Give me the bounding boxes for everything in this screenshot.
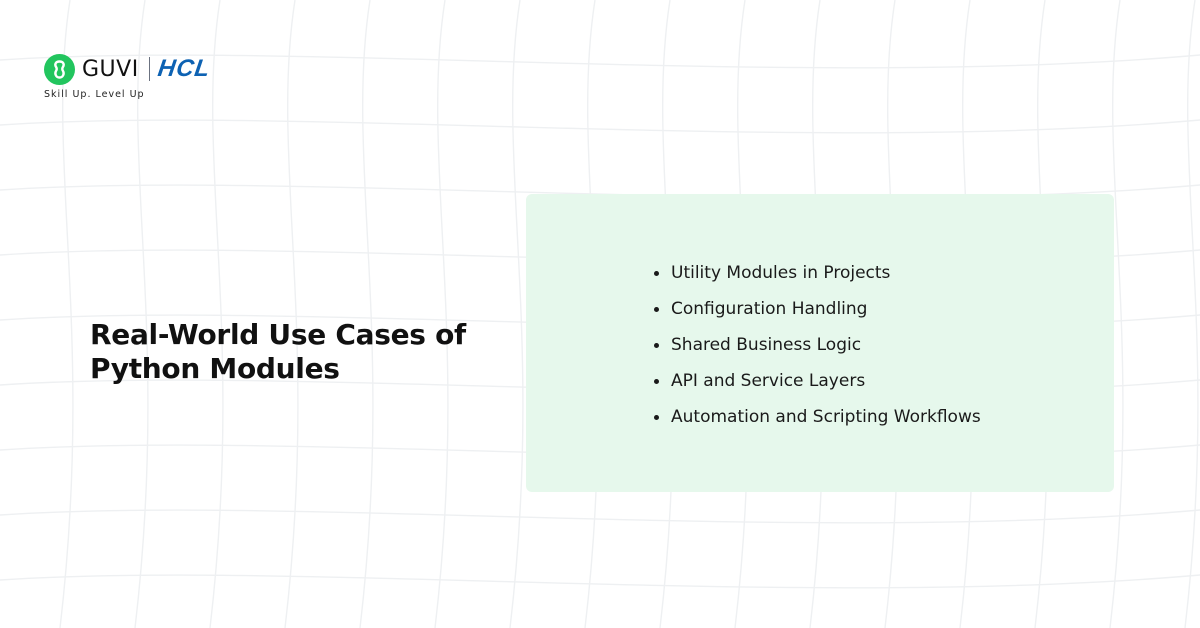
logo-row: GUVI HCL: [44, 53, 304, 85]
list-item-text: Utility Modules in Projects: [671, 263, 891, 283]
list-item: Utility Modules in Projects: [652, 260, 981, 296]
list-item: API and Service Layers: [652, 368, 981, 404]
bullet-icon: [654, 271, 659, 276]
use-cases-card: Utility Modules in Projects Configuratio…: [526, 194, 1114, 492]
list-item-text: API and Service Layers: [671, 371, 866, 391]
guvi-wordmark: GUVI: [82, 56, 139, 82]
bullet-icon: [654, 415, 659, 420]
list-item-text: Automation and Scripting Workflows: [671, 407, 981, 427]
page-title: Real-World Use Cases of Python Modules: [90, 318, 466, 385]
guvi-hcl-logo: GUVI HCL Skill Up. Level Up: [44, 53, 304, 103]
guvi-badge-icon: [44, 53, 75, 85]
logo-tagline: Skill Up. Level Up: [44, 89, 145, 100]
bullet-icon: [654, 343, 659, 348]
list-item-text: Configuration Handling: [671, 299, 868, 319]
list-item: Automation and Scripting Workflows: [652, 404, 981, 440]
logo-divider: [148, 57, 150, 81]
list-item: Configuration Handling: [652, 296, 981, 332]
bullet-icon: [654, 307, 659, 312]
list-item: Shared Business Logic: [652, 332, 981, 368]
list-item-text: Shared Business Logic: [671, 335, 862, 355]
hcl-wordmark: HCL: [155, 55, 212, 82]
bullet-icon: [654, 379, 659, 384]
use-cases-list: Utility Modules in Projects Configuratio…: [652, 260, 981, 440]
